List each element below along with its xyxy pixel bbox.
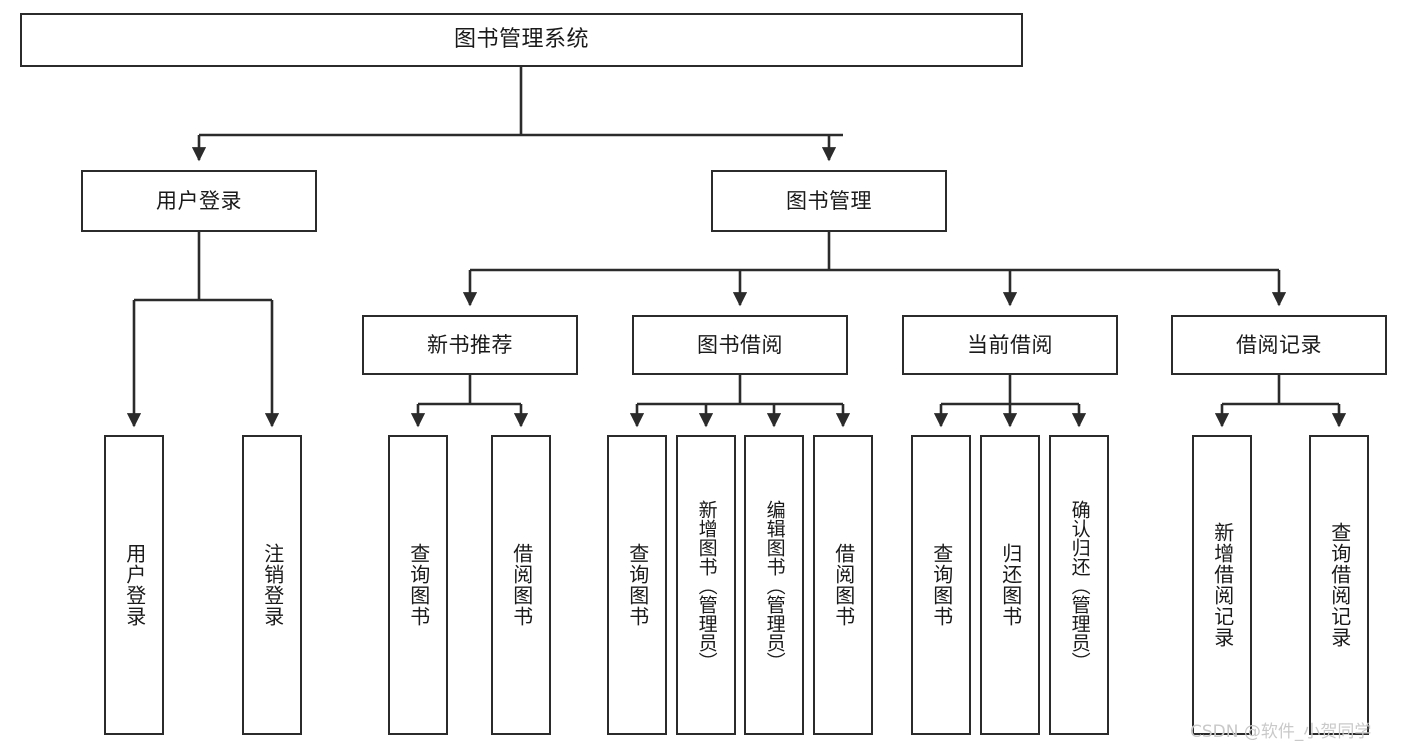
node-label: 图书借阅 xyxy=(697,332,783,357)
node-current-borrow[interactable]: 当前借阅 xyxy=(902,315,1118,375)
node-label: 注销登录 xyxy=(260,543,285,627)
leaf-add-borrow-record[interactable]: 新增借阅记录 xyxy=(1192,435,1252,735)
leaf-query-book-recommend[interactable]: 查询图书 xyxy=(388,435,448,735)
node-label: 图书管理系统 xyxy=(453,27,589,52)
leaf-return-book[interactable]: 归还图书 xyxy=(980,435,1040,735)
node-book-borrow[interactable]: 图书借阅 xyxy=(632,315,848,375)
node-label: 归还图书 xyxy=(998,543,1023,627)
csdn-watermark: CSDN @软件_小贺同学 xyxy=(1190,722,1372,742)
node-label: 新增借阅记录 xyxy=(1210,522,1235,648)
leaf-borrow-book[interactable]: 借阅图书 xyxy=(813,435,873,735)
node-label: 新增图书（管理员） xyxy=(695,499,718,671)
node-label: 用户登录 xyxy=(156,188,242,213)
node-label: 借阅记录 xyxy=(1236,332,1322,357)
node-label: 确认归还（管理员） xyxy=(1068,499,1091,671)
leaf-add-book-admin[interactable]: 新增图书（管理员） xyxy=(676,435,736,735)
node-label: 查询图书 xyxy=(406,543,431,627)
node-label: 借阅图书 xyxy=(831,543,856,627)
leaf-logout-login[interactable]: 注销登录 xyxy=(242,435,302,735)
leaf-query-borrow-record[interactable]: 查询借阅记录 xyxy=(1309,435,1369,735)
node-new-book-recommend[interactable]: 新书推荐 xyxy=(362,315,578,375)
leaf-edit-book-admin[interactable]: 编辑图书（管理员） xyxy=(744,435,804,735)
node-label: 用户登录 xyxy=(122,543,147,627)
node-label: 查询借阅记录 xyxy=(1327,522,1352,648)
node-label: 图书管理 xyxy=(786,188,872,213)
node-label: 借阅图书 xyxy=(509,543,534,627)
leaf-user-login[interactable]: 用户登录 xyxy=(104,435,164,735)
node-book-management[interactable]: 图书管理 xyxy=(711,170,947,232)
node-label: 查询图书 xyxy=(929,543,954,627)
node-label: 查询图书 xyxy=(625,543,650,627)
node-root-system[interactable]: 图书管理系统 xyxy=(20,13,1023,67)
leaf-borrow-book-recommend[interactable]: 借阅图书 xyxy=(491,435,551,735)
node-label: 新书推荐 xyxy=(427,332,513,357)
leaf-query-book-current[interactable]: 查询图书 xyxy=(911,435,971,735)
node-label: 当前借阅 xyxy=(967,332,1053,357)
node-label: 编辑图书（管理员） xyxy=(763,499,786,671)
node-borrow-record[interactable]: 借阅记录 xyxy=(1171,315,1387,375)
node-user-login[interactable]: 用户登录 xyxy=(81,170,317,232)
leaf-confirm-return-admin[interactable]: 确认归还（管理员） xyxy=(1049,435,1109,735)
leaf-query-book-borrow[interactable]: 查询图书 xyxy=(607,435,667,735)
